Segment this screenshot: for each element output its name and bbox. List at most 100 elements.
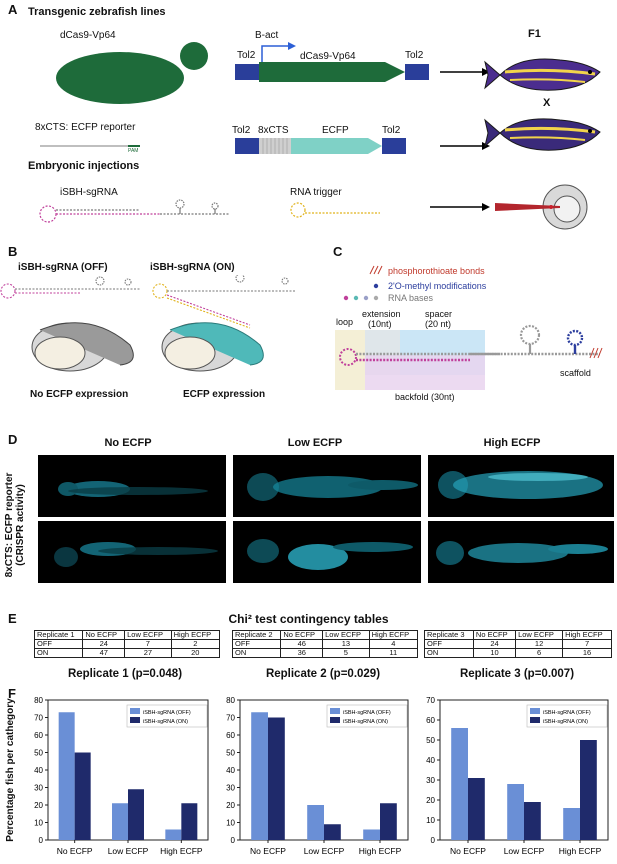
bar-off: [112, 803, 128, 840]
bar-on: [580, 740, 597, 840]
panel-label-a: A: [8, 2, 18, 17]
y-tick-label: 10: [226, 819, 235, 828]
legend-box: [326, 704, 408, 728]
legend-label: iSBH-sgRNA (ON): [343, 719, 388, 725]
bar-on: [468, 778, 485, 840]
f1-label: F1: [528, 28, 541, 40]
panel-a-graphics: [39, 42, 601, 230]
y-tick-label: 50: [426, 736, 435, 745]
reporter-label: 8xCTS: ECFP reporter: [35, 122, 136, 133]
panel-b-graphics: [0, 275, 295, 372]
tol2-left-box-2: [235, 138, 259, 154]
panel-d-ylabel-line1: 8xCTS: ECFP reporter: [4, 472, 15, 578]
promoter-label: B-act: [255, 30, 279, 41]
micrograph-low-ecfp-2: [233, 521, 421, 583]
x-tick-label: High ECFP: [559, 846, 602, 856]
legend-swatch: [530, 717, 540, 723]
y-tick-label: 50: [34, 749, 43, 758]
y-tick-label: 20: [426, 796, 435, 805]
y-tick-label: 80: [226, 696, 235, 705]
rna-strand: [339, 324, 603, 366]
construct2-gene-label: ECFP: [322, 125, 349, 136]
replicate-3-caption: Replicate 3 (p=0.007): [459, 668, 575, 680]
y-tick-label: 10: [426, 816, 435, 825]
scaffold-label: scaffold: [560, 368, 591, 378]
bar-on: [181, 803, 198, 840]
off-title: iSBH-sgRNA (OFF): [18, 262, 108, 273]
embryo-on-icon: [161, 322, 264, 372]
extension-label: extension: [362, 309, 401, 319]
legend-swatch: [330, 708, 340, 714]
y-tick-label: 70: [426, 696, 435, 705]
micrograph-high-ecfp-2: [428, 521, 614, 583]
bar-off: [363, 829, 380, 840]
pam-label: PAM: [128, 148, 139, 154]
table-cell: 5: [322, 648, 370, 658]
replicate-2-caption: Replicate 2 (p=0.029): [265, 668, 381, 680]
y-tick-label: 40: [34, 766, 43, 775]
table-cell: 11: [368, 648, 419, 658]
rna-trigger-drawing: [290, 202, 380, 218]
legend-symbols: [343, 265, 383, 301]
y-tick-label: 60: [34, 731, 43, 740]
tol2-left-label-2: Tol2: [232, 125, 251, 136]
table-cell: 36: [280, 648, 324, 658]
table-cell: ON: [33, 648, 84, 658]
x-tick-label: High ECFP: [359, 846, 402, 856]
legend-label: iSBH-sgRNA (OFF): [543, 710, 591, 716]
table-header-row: Replicate 2 No ECFP Low ECFP High ECFP: [231, 630, 419, 640]
tol2-right-label-2: Tol2: [382, 125, 401, 136]
legend-label: iSBH-sgRNA (OFF): [143, 710, 191, 716]
table-cell: 10: [472, 648, 517, 658]
spacer-nt-label: (20 nt): [425, 319, 452, 329]
tol2-right-box-2: [382, 138, 406, 154]
y-tick-label: 30: [34, 784, 43, 793]
zebrafish-icon-2: [484, 118, 601, 151]
dcas-label: dCas9-Vp64: [60, 30, 116, 41]
y-tick-label: 60: [426, 716, 435, 725]
panel-label-d: D: [8, 432, 18, 447]
micro-col-title-1: No ECFP: [104, 437, 152, 449]
panel-f-ylabel: Percentage fish per cathegory: [5, 698, 16, 842]
replicate-1-caption: Replicate 1 (p=0.048): [67, 668, 183, 680]
x-tick-label: No ECFP: [450, 846, 486, 856]
table-cell: 6: [515, 648, 564, 658]
panel-d-ylabel: 8xCTS: ECFP reporter (CRISPR activity): [4, 440, 26, 610]
on-title: iSBH-sgRNA (ON): [150, 262, 235, 273]
zebrafish-icon-1: [484, 58, 601, 91]
y-tick-label: 80: [34, 696, 43, 705]
bar-off: [451, 728, 468, 840]
y-tick-label: 70: [34, 714, 43, 723]
panel-c-graphics: [335, 265, 603, 390]
bar-on: [324, 824, 341, 840]
tol2-right-box-1: [405, 64, 429, 80]
bar-on: [524, 802, 541, 840]
micro-col-title-2: Low ECFP: [287, 437, 343, 449]
cross-label: X: [543, 97, 551, 109]
spacer-label: spacer: [425, 309, 453, 319]
bar-off: [165, 829, 182, 840]
isbh-sgrna-drawing: [39, 199, 230, 223]
table-row: ON 47 27 20: [33, 648, 221, 658]
bar-off: [507, 784, 524, 840]
micrograph-no-ecfp-1: [38, 455, 226, 517]
legend-label: iSBH-sgRNA (ON): [143, 719, 188, 725]
table-row: ON 36 5 11: [231, 648, 419, 658]
x-tick-label: No ECFP: [57, 846, 93, 856]
y-tick-label: 30: [226, 784, 235, 793]
table-row: ON 10 6 16: [424, 648, 612, 658]
tol2-right-label-1: Tol2: [405, 50, 424, 61]
promoter-arrow: [261, 45, 288, 62]
panel-a-title: Transgenic zebrafish lines: [28, 6, 166, 18]
extension-nt-label: (10nt): [368, 319, 392, 329]
y-tick-label: 10: [34, 819, 43, 828]
y-tick-label: 30: [426, 776, 435, 785]
panel-label-b: B: [8, 244, 18, 259]
on-caption: ECFP expression: [183, 389, 266, 400]
x-tick-label: Low ECFP: [304, 846, 345, 856]
panel-d-ylabel-line2: (CRISPR activity): [15, 484, 26, 566]
y-tick-label: 70: [226, 714, 235, 723]
isbh-label: iSBH-sgRNA: [60, 187, 118, 198]
